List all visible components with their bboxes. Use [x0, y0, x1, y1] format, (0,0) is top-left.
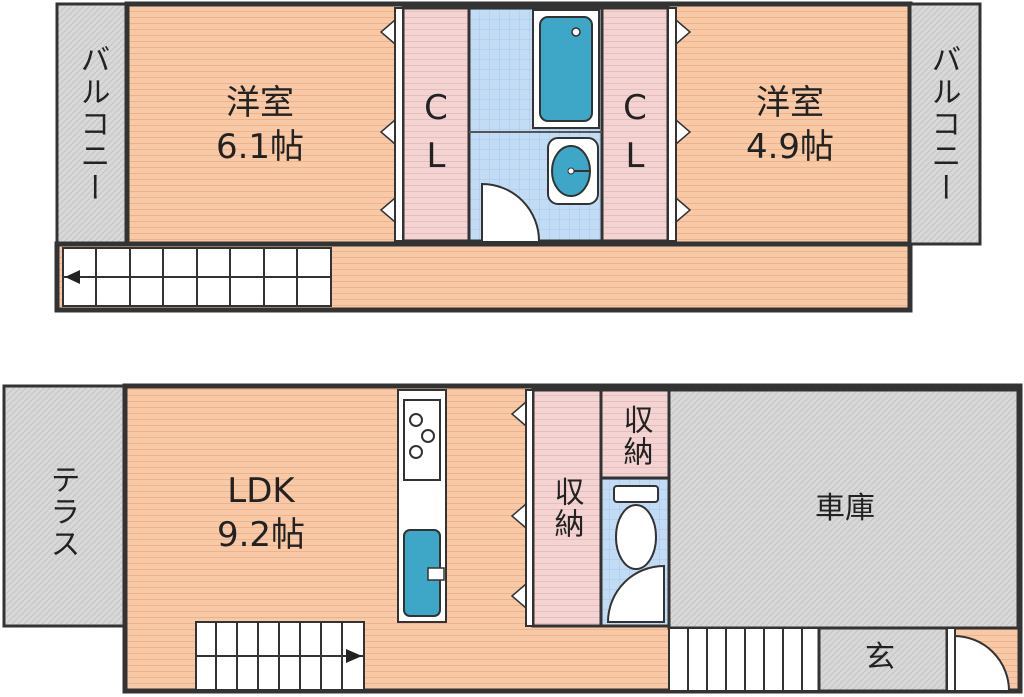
terrace-label: テラス	[44, 464, 80, 560]
balcony-right-label: バルコニー	[925, 43, 961, 204]
closet-left-label: CL	[424, 88, 448, 176]
entrance-door	[953, 634, 1011, 692]
room-left-name: 洋室	[226, 83, 294, 123]
washbasin-icon	[547, 137, 599, 205]
room-left-size: 6.1帖	[215, 127, 305, 167]
terrace-area	[2, 384, 127, 628]
kitchen-counter	[397, 389, 447, 623]
ldk-name: LDK	[227, 471, 295, 511]
bathtub-icon	[532, 9, 600, 129]
stove-icon	[403, 399, 441, 481]
kitchen-sink-icon	[403, 529, 445, 617]
garage-area	[667, 388, 1020, 630]
entrance-label: 玄	[865, 640, 895, 675]
toilet-icon	[613, 485, 659, 570]
closet-left	[401, 6, 471, 243]
upper-staircase	[62, 247, 332, 307]
storage-left	[531, 388, 603, 628]
storage-left-label: 収納	[548, 476, 584, 540]
balcony-right	[908, 2, 982, 246]
room-right-size: 4.9帖	[745, 127, 835, 167]
entrance-steps	[668, 627, 820, 692]
closet-door-markers	[379, 18, 692, 224]
upper-floor	[54, 1, 982, 313]
balcony-left	[55, 2, 129, 246]
stair-arrow-right-icon	[346, 649, 362, 663]
bathroom-door	[481, 182, 540, 242]
toilet-door	[606, 564, 665, 623]
lower-floor	[2, 383, 1023, 694]
balcony-left-label: バルコニー	[74, 43, 110, 204]
closet-right-label: CL	[623, 88, 647, 176]
lower-staircase	[195, 621, 365, 691]
stair-arrow-left-icon	[65, 270, 80, 284]
ldk-size: 9.2帖	[216, 515, 306, 555]
garage-label: 車庫	[815, 491, 875, 526]
room-right-name: 洋室	[756, 83, 824, 123]
storage-right-label: 収納	[617, 404, 653, 468]
